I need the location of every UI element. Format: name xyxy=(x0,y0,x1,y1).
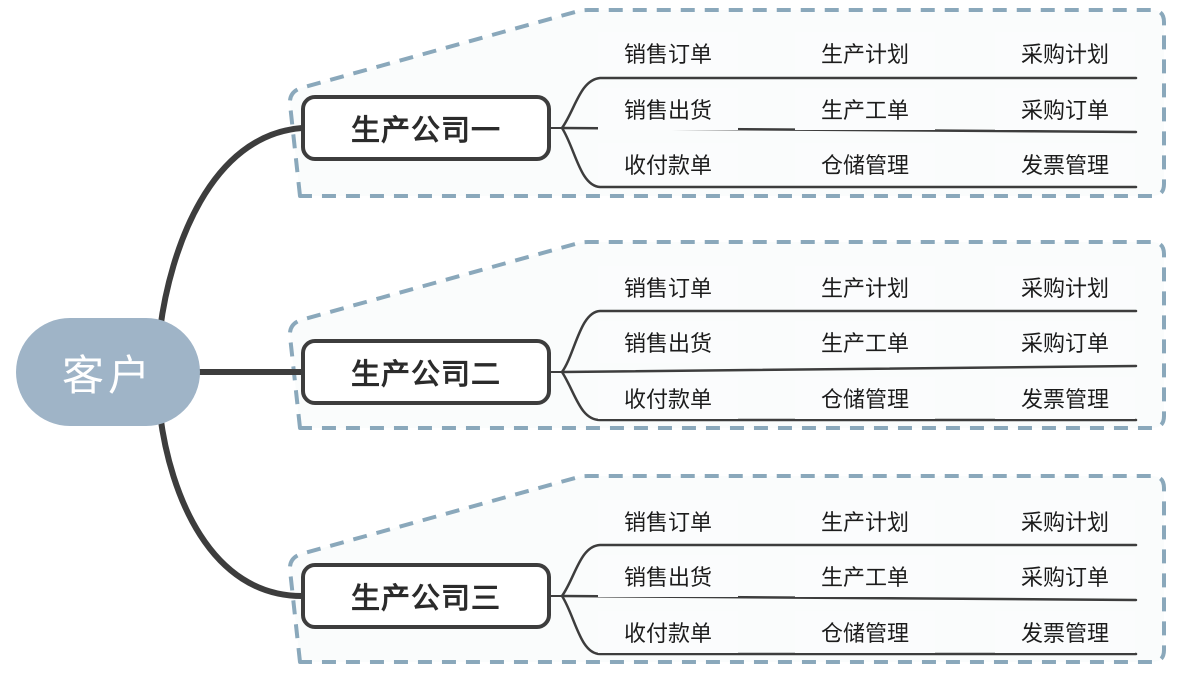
leaf-cell-bg xyxy=(795,377,935,419)
fan-branch-2-row2 xyxy=(560,364,1138,374)
leaf-cell-bg xyxy=(995,377,1135,419)
leaf-cell-bg xyxy=(995,88,1135,130)
leaf-cell-bg xyxy=(598,321,738,363)
fan-branch-3-row3 xyxy=(560,594,1138,656)
leaf-cell-bg xyxy=(598,143,738,185)
leaf-cell-bg xyxy=(995,321,1135,363)
leaf-cell-bg xyxy=(795,88,935,130)
leaf-cell-bg xyxy=(795,32,935,74)
leaf-cell-bg xyxy=(995,143,1135,185)
leaf-cell-bg xyxy=(598,377,738,419)
leaf-cell-bg xyxy=(795,143,935,185)
root-node-shape[interactable] xyxy=(16,318,200,426)
leaf-cell-bg xyxy=(795,321,935,363)
leaf-cell-bg xyxy=(795,555,935,597)
leaf-cell-bg xyxy=(598,555,738,597)
leaf-cell-bg xyxy=(598,32,738,74)
leaf-cell-bg xyxy=(795,611,935,653)
leaf-cell-bg xyxy=(995,32,1135,74)
fan-branch-1-row1 xyxy=(560,76,1138,130)
leaf-cell-bg xyxy=(795,500,935,542)
leaf-cell-bg xyxy=(995,611,1135,653)
leaf-cell-bg xyxy=(598,611,738,653)
root-branch-1 xyxy=(157,125,305,333)
fan-branch-3-row1 xyxy=(560,543,1138,598)
root-branch-3 xyxy=(157,411,305,599)
fan-branch-1-row3 xyxy=(560,126,1138,189)
leaf-cell-bg xyxy=(995,266,1135,308)
leaf-cell-bg xyxy=(795,266,935,308)
fan-branch-2-row3 xyxy=(560,370,1138,422)
leaf-cell-bg xyxy=(995,555,1135,597)
leaf-cell-bg xyxy=(995,500,1135,542)
leaf-cell-bg xyxy=(598,266,738,308)
leaf-cell-bg xyxy=(598,88,738,130)
company-box-3[interactable] xyxy=(301,563,551,629)
company-box-2[interactable] xyxy=(301,339,551,405)
leaf-cell-bg xyxy=(598,500,738,542)
company-box-1[interactable] xyxy=(301,95,551,161)
fan-branch-2-row1 xyxy=(560,309,1138,374)
